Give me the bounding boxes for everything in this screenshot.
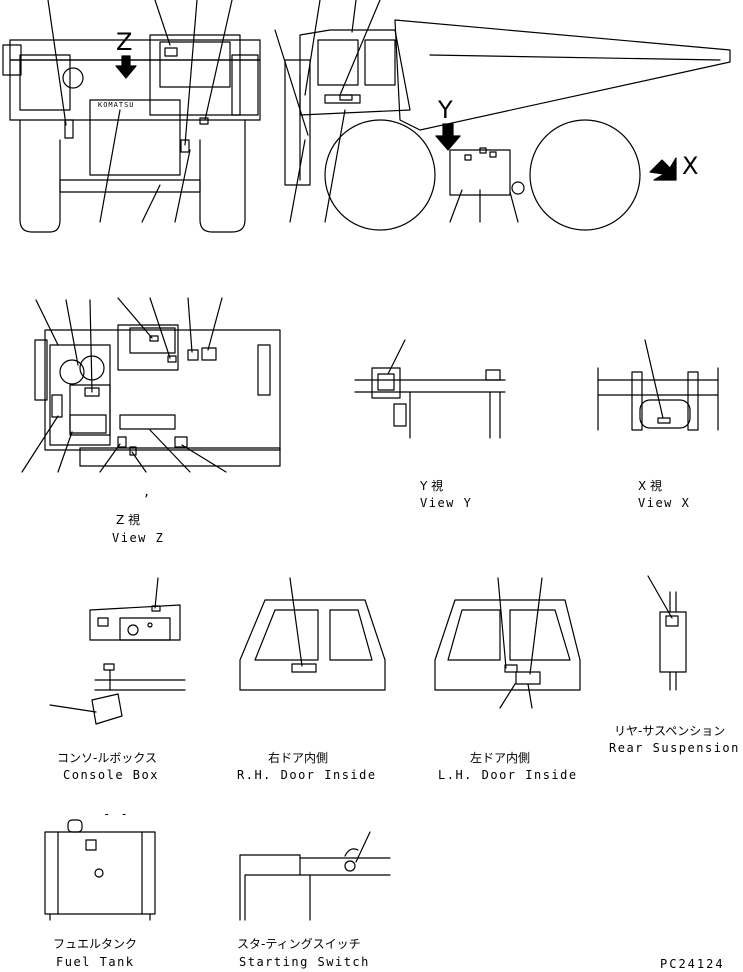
- view-y-caption-en: View Y: [420, 496, 472, 510]
- rear-suspension-caption-jp: リヤ-サスペンション: [614, 724, 725, 738]
- view-x-marker: X: [682, 152, 698, 180]
- view-z-detail: [22, 298, 280, 472]
- rear-suspension-caption-en: Rear Suspension: [609, 741, 740, 755]
- view-z-marker: Z: [116, 28, 132, 56]
- view-x-arrow: [650, 158, 676, 180]
- starting-switch-detail: [240, 832, 390, 920]
- view-z-caption-en: View Z: [112, 531, 164, 545]
- view-z-caption-jp: Z 視: [116, 512, 140, 527]
- rear-suspension-detail: [648, 576, 686, 690]
- console-box-caption-en: Console Box: [63, 768, 159, 782]
- lh-door-detail: [435, 578, 580, 708]
- console-box-caption-jp: コンソ-ルボックス: [57, 751, 157, 765]
- view-y-caption-jp: Y 視: [419, 478, 443, 493]
- starting-switch-caption-en: Starting Switch: [239, 955, 370, 969]
- rh-door-caption-en: R.H. Door Inside: [237, 768, 377, 782]
- drawing-code: PC24124: [660, 957, 725, 971]
- stray-mark: ,: [143, 485, 152, 499]
- fuel-tank-caption-en: Fuel Tank: [56, 955, 135, 969]
- view-y-arrow: [436, 124, 460, 150]
- view-z-arrow: [116, 56, 136, 78]
- lh-door-caption-jp: 左ドア内側: [470, 750, 530, 765]
- fuel-tank-callout: - -: [103, 807, 129, 821]
- brand-plate: KOMATSU: [98, 101, 135, 109]
- rh-door-caption-jp: 右ドア内側: [268, 750, 328, 765]
- view-y-detail: [355, 340, 505, 438]
- view-x-detail: [598, 340, 718, 430]
- truck-side-view: [275, 0, 730, 230]
- starting-switch-caption-jp: スタ-ティングスイッチ: [237, 937, 361, 951]
- fuel-tank-caption-jp: フュエルタンク: [53, 937, 137, 951]
- console-box-detail: [50, 578, 185, 724]
- view-x-caption-jp: X 視: [638, 478, 662, 493]
- rh-door-detail: [240, 578, 385, 690]
- fuel-tank-detail: [45, 820, 155, 920]
- truck-front-view: [3, 0, 260, 232]
- view-y-marker: Y: [437, 96, 453, 124]
- view-x-caption-en: View X: [638, 496, 690, 510]
- lh-door-caption-en: L.H. Door Inside: [438, 768, 578, 782]
